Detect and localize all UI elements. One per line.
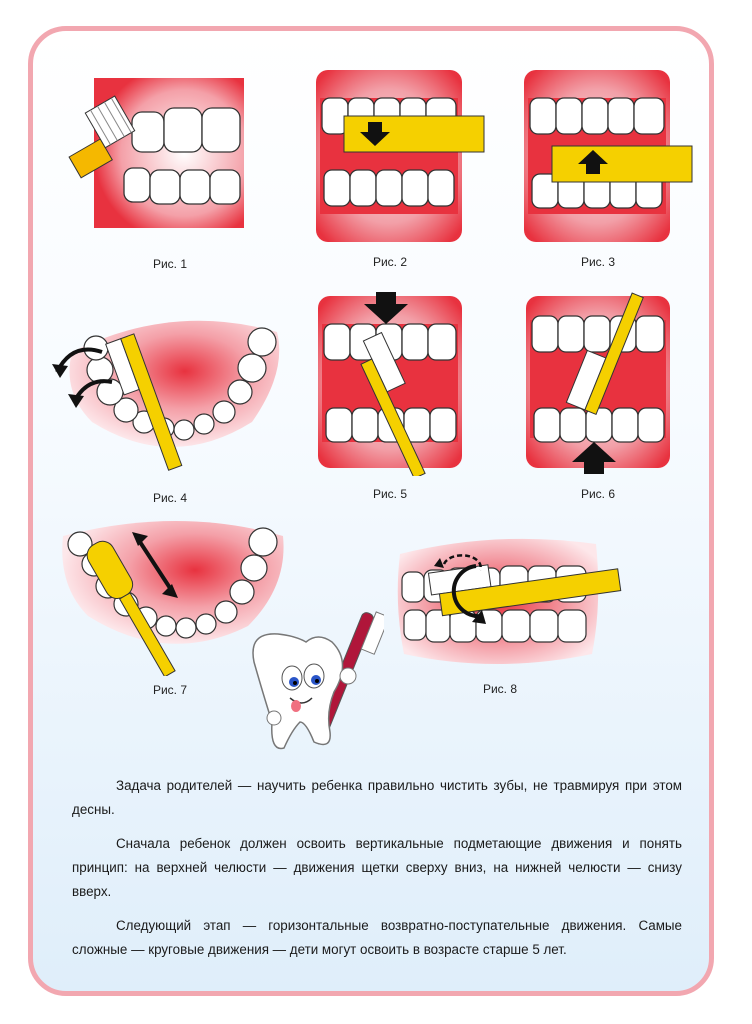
caption-fig-1: Рис. 1 xyxy=(152,257,188,271)
paragraph-1: Задача родителей — научить ребенка прави… xyxy=(72,778,682,817)
paragraph-3: Следующий этап — горизонтальные возвратн… xyxy=(72,918,682,957)
caption-fig-4: Рис. 4 xyxy=(152,491,188,505)
figure-5 xyxy=(316,292,464,476)
caption-fig-7: Рис. 7 xyxy=(152,683,188,697)
figure-3 xyxy=(524,70,694,242)
caption-fig-5: Рис. 5 xyxy=(372,487,408,501)
caption-fig-8: Рис. 8 xyxy=(482,682,518,696)
caption-fig-3: Рис. 3 xyxy=(580,255,616,269)
figure-7 xyxy=(58,516,288,676)
figure-6 xyxy=(524,288,672,478)
caption-fig-6: Рис. 6 xyxy=(580,487,616,501)
caption-fig-2: Рис. 2 xyxy=(372,255,408,269)
tooth-mascot-illustration xyxy=(244,602,384,754)
figure-1 xyxy=(62,78,244,228)
figure-8 xyxy=(396,534,628,670)
figure-4 xyxy=(52,312,292,472)
figure-2 xyxy=(316,70,486,242)
instructions-text: Задача родителей — научить ребенка прави… xyxy=(72,774,682,972)
paragraph-2: Сначала ребенок должен освоить вертикаль… xyxy=(72,836,682,899)
